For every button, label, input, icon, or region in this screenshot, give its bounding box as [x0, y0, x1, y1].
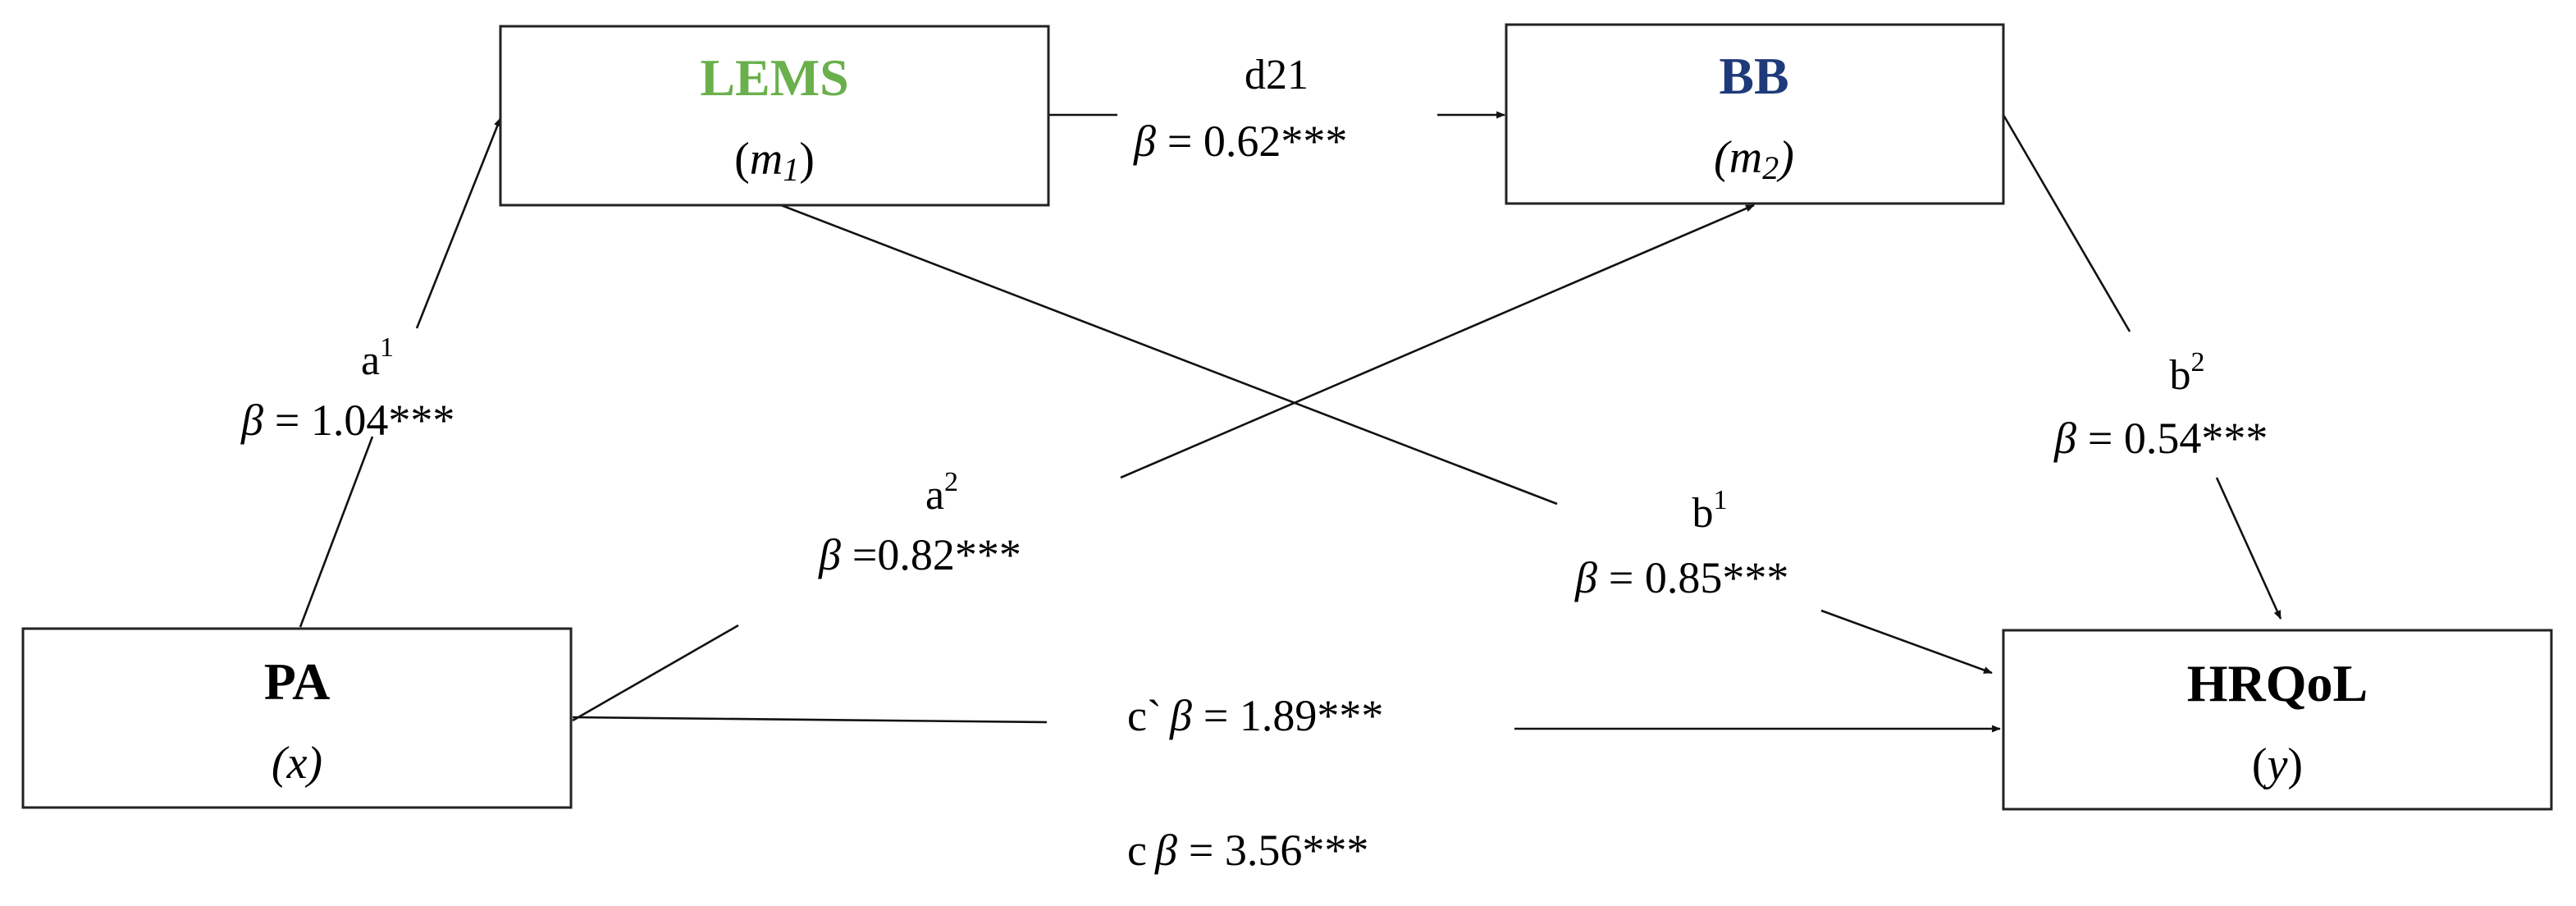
node-lems: LEMS (m1)	[499, 25, 1050, 207]
edge-b2-upper	[2002, 114, 2131, 332]
edge-b1-lower	[1820, 609, 1993, 675]
node-hrqol-name: HRQoL	[2187, 654, 2368, 712]
node-pa-var: (x)	[272, 738, 322, 789]
label-b1-id: b1	[1692, 485, 1728, 537]
label-c-prime: c`β= 1.89***	[1127, 691, 1383, 740]
edge-a1-upper	[415, 117, 502, 329]
label-b1: b1 β= 0.85***	[1574, 485, 1788, 602]
label-d21-id: d21	[1245, 52, 1309, 98]
node-hrqol: HRQoL (y)	[2002, 629, 2553, 811]
node-lems-box	[499, 25, 1050, 207]
node-bb-box	[1505, 23, 2005, 205]
label-b2-id: b2	[2170, 347, 2205, 399]
label-b2-beta: β= 0.54***	[2053, 414, 2268, 463]
node-lems-var: (m1)	[734, 134, 815, 188]
node-bb-var: (m2)	[1714, 132, 1794, 186]
edge-a2-upper	[1120, 204, 1755, 479]
label-d21-beta: β= 0.62***	[1133, 117, 1347, 166]
node-pa-box	[21, 627, 573, 809]
edge-b1-upper	[780, 204, 1558, 506]
node-bb-name: BB	[1719, 47, 1788, 105]
label-b2: b2 β= 0.54***	[2053, 347, 2268, 463]
node-bb: BB (m2)	[1505, 23, 2005, 205]
edge-a1-lower	[299, 436, 374, 628]
label-a2-id: a2	[925, 467, 958, 519]
label-a1-beta: β= 1.04***	[240, 396, 454, 445]
label-d21: d21 β= 0.62***	[1133, 52, 1347, 166]
label-c-prime-text: c`β= 1.89***	[1127, 691, 1383, 740]
node-pa: PA (x)	[21, 627, 573, 809]
node-hrqol-var: (y)	[2252, 739, 2303, 790]
edges	[299, 111, 2282, 733]
label-a1: a1 β= 1.04***	[240, 332, 454, 445]
node-hrqol-box	[2002, 629, 2553, 811]
label-a2: a2 β=0.82***	[818, 467, 1021, 579]
label-a2-beta: β=0.82***	[818, 530, 1021, 579]
label-b1-beta: β= 0.85***	[1574, 553, 1788, 602]
label-a1-id: a1	[361, 332, 394, 384]
node-pa-name: PA	[264, 652, 331, 711]
edge-b2-lower	[2215, 477, 2282, 620]
edge-cprime-left	[572, 716, 1048, 724]
node-lems-name: LEMS	[700, 48, 848, 107]
edge-a2-lower	[572, 624, 739, 722]
